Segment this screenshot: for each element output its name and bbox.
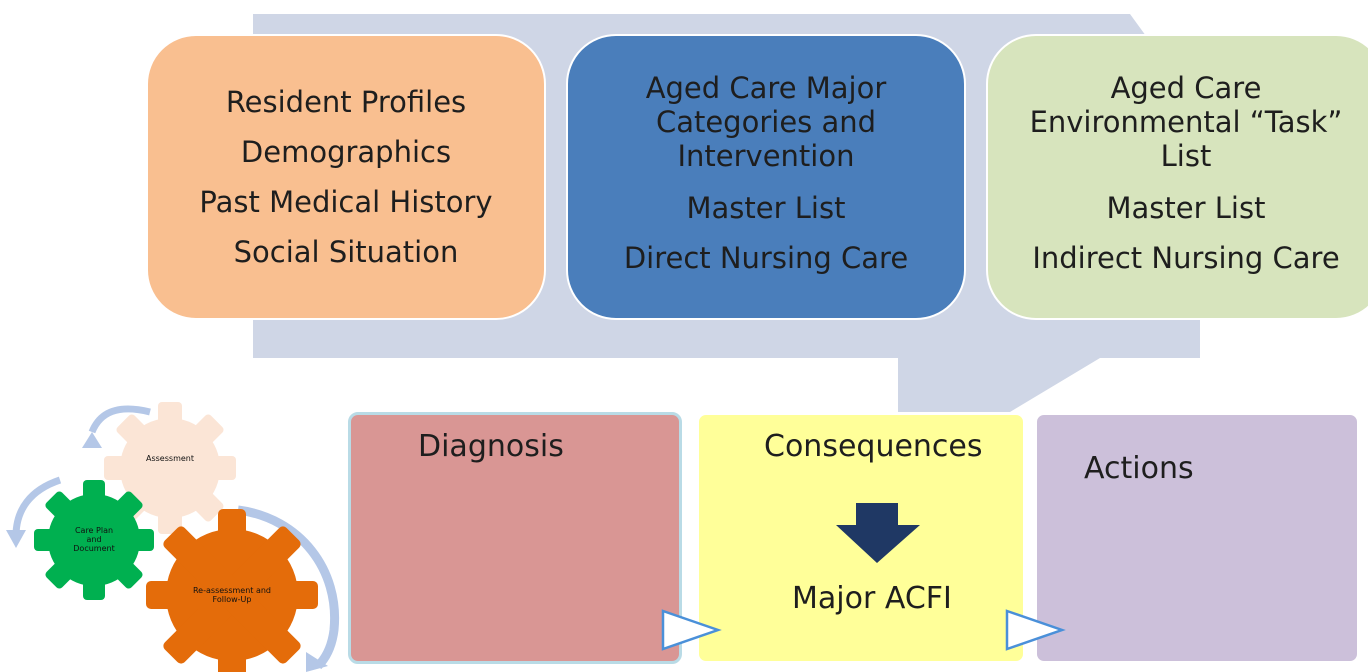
direct-master-list: Master List xyxy=(686,191,846,225)
diagnosis-label: Diagnosis xyxy=(418,429,564,464)
direct-nursing-care: Direct Nursing Care xyxy=(623,241,909,275)
indirect-nursing-care: Indirect Nursing Care xyxy=(1032,241,1340,275)
indirect-heading-line: Aged Care xyxy=(1110,71,1262,105)
cycle-arrowhead-icon xyxy=(306,652,328,672)
diagnosis-box: Diagnosis xyxy=(348,412,682,664)
profiles-line: Past Medical History xyxy=(199,185,493,219)
indirect-care-card: Aged Care Environmental “Task” List Mast… xyxy=(986,34,1368,320)
cycle-arrow-icon xyxy=(12,476,62,537)
reassessment-line: Re-assessment and xyxy=(192,586,272,595)
assessment-label: Assessment xyxy=(146,454,194,463)
cycle-arrow-icon xyxy=(237,505,340,670)
direct-care-card: Aged Care Major Categories and Intervent… xyxy=(566,34,966,320)
reassessment-label: Re-assessment and Follow-Up xyxy=(177,586,287,604)
care-plan-line: Care Plan xyxy=(74,526,114,535)
care-plan-line: and xyxy=(86,535,102,544)
cycle-arrow-icon xyxy=(88,405,151,434)
cycle-arrowhead-icon xyxy=(82,432,102,448)
indirect-heading-line: Environmental “Task” xyxy=(1029,105,1343,139)
chevron-right-icon xyxy=(1005,609,1066,651)
consequences-label: Consequences xyxy=(764,429,983,464)
care-cycle-diagram xyxy=(6,402,340,672)
profiles-line: Demographics xyxy=(240,135,452,169)
indirect-heading-line: List xyxy=(1160,139,1212,173)
major-acfi-label: Major ACFI xyxy=(792,581,952,616)
direct-heading-line: Intervention xyxy=(677,139,855,173)
down-arrow-icon xyxy=(836,503,920,563)
indirect-master-list: Master List xyxy=(1106,191,1266,225)
direct-heading-line: Aged Care Major xyxy=(645,71,887,105)
care-plan-label: Care Plan and Document xyxy=(39,526,149,553)
actions-label: Actions xyxy=(1084,451,1194,486)
profiles-line: Social Situation xyxy=(233,235,459,269)
reassessment-line: Follow-Up xyxy=(212,595,252,604)
chevron-right-icon xyxy=(661,609,722,651)
care-plan-gear-icon xyxy=(34,480,154,600)
actions-box: Actions xyxy=(1034,412,1360,664)
cycle-arrowhead-icon xyxy=(6,530,26,548)
profiles-line: Resident Profiles xyxy=(225,85,467,119)
reassessment-gear-icon xyxy=(146,509,318,672)
resident-profiles-card: Resident Profiles Demographics Past Medi… xyxy=(146,34,546,320)
assessment-gear-icon xyxy=(104,402,236,534)
consequences-box: Consequences Major ACFI xyxy=(696,412,1026,664)
care-plan-line: Document xyxy=(73,544,115,553)
direct-heading-line: Categories and xyxy=(655,105,877,139)
